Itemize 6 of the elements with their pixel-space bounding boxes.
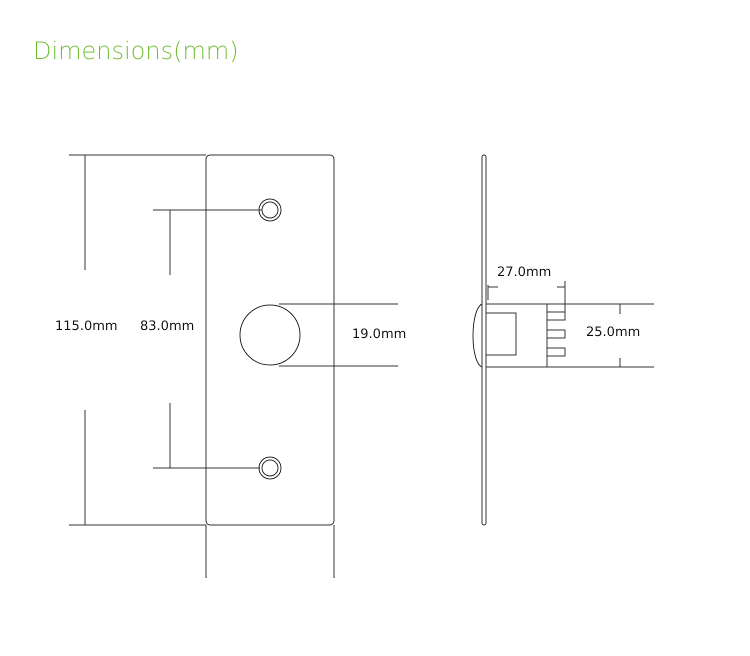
dimension-label: 25.0mm xyxy=(586,325,640,341)
dimension-label: 83.0mm xyxy=(140,319,194,335)
diagram-title: Dimensions(mm) xyxy=(33,36,239,66)
dimension-label: 115.0mm xyxy=(55,319,118,335)
dimension-label: 27.0mm xyxy=(497,265,552,281)
dimension-label: 19.0mm xyxy=(352,327,406,343)
